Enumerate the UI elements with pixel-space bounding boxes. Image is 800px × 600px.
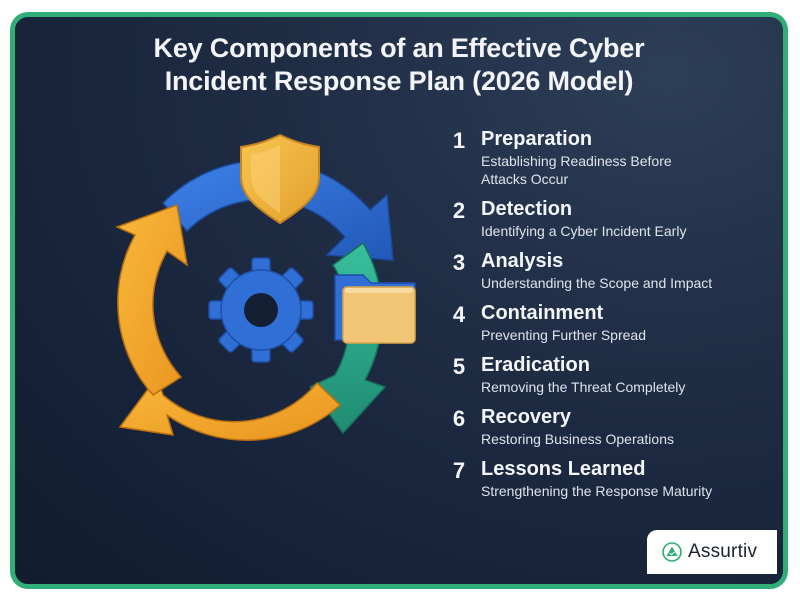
step-title: Preparation bbox=[481, 128, 593, 150]
step-description: Strengthening the Response Maturity bbox=[481, 483, 713, 499]
step-description: Restoring Business Operations bbox=[481, 431, 674, 447]
step-description: Removing the Threat Completely bbox=[481, 379, 686, 395]
brand-name: Assurtiv bbox=[688, 541, 758, 562]
step-description: Identifying a Cyber Incident Early bbox=[481, 223, 687, 239]
step-number: 1 bbox=[452, 128, 466, 153]
title-line-2: Incident Response Plan (2026 Model) bbox=[164, 66, 634, 96]
cycle-arrows-icon bbox=[115, 133, 416, 441]
step-title: Recovery bbox=[481, 406, 572, 428]
step-preparation: 1 Preparation Establishing Readiness Bef… bbox=[447, 127, 777, 188]
step-eradication: 5 Eradication Removing the Threat Comple… bbox=[447, 353, 777, 396]
brand-badge: Assurtiv bbox=[647, 530, 777, 574]
step-title: Eradication bbox=[481, 354, 590, 376]
step-number: 4 bbox=[452, 302, 466, 327]
page-title: Key Components of an Effective Cyber Inc… bbox=[15, 32, 783, 98]
step-number: 5 bbox=[452, 354, 466, 379]
step-number: 3 bbox=[452, 250, 466, 275]
step-title: Containment bbox=[481, 302, 604, 324]
shield-icon bbox=[240, 133, 320, 225]
step-detection: 2 Detection Identifying a Cyber Incident… bbox=[447, 197, 777, 240]
blue-arrow-segment bbox=[161, 159, 394, 261]
step-title: Lessons Learned bbox=[481, 458, 646, 480]
infographic-frame: Key Components of an Effective Cyber Inc… bbox=[10, 12, 788, 589]
step-description: Establishing Readiness Before Attacks Oc… bbox=[481, 153, 672, 187]
step-title: Detection bbox=[481, 198, 573, 220]
step-analysis: 3 Analysis Understanding the Scope and I… bbox=[447, 249, 777, 292]
step-number: 7 bbox=[452, 458, 466, 483]
step-number: 2 bbox=[452, 198, 466, 223]
orange-arrow-left bbox=[115, 203, 189, 396]
triangle-logo-icon bbox=[662, 542, 682, 562]
step-number: 6 bbox=[452, 406, 466, 431]
step-recovery: 6 Recovery Restoring Business Operations bbox=[447, 405, 777, 448]
steps-list: 1 Preparation Establishing Readiness Bef… bbox=[447, 127, 777, 509]
step-containment: 4 Containment Preventing Further Spread bbox=[447, 301, 777, 344]
step-description: Preventing Further Spread bbox=[481, 327, 646, 343]
folder-icon bbox=[334, 274, 416, 344]
title-line-1: Key Components of an Effective Cyber bbox=[153, 33, 645, 63]
gear-icon bbox=[208, 257, 314, 363]
step-title: Analysis bbox=[481, 250, 564, 272]
step-lessons-learned: 7 Lessons Learned Strengthening the Resp… bbox=[447, 457, 777, 500]
step-description: Understanding the Scope and Impact bbox=[481, 275, 713, 291]
cycle-illustration bbox=[95, 115, 435, 465]
